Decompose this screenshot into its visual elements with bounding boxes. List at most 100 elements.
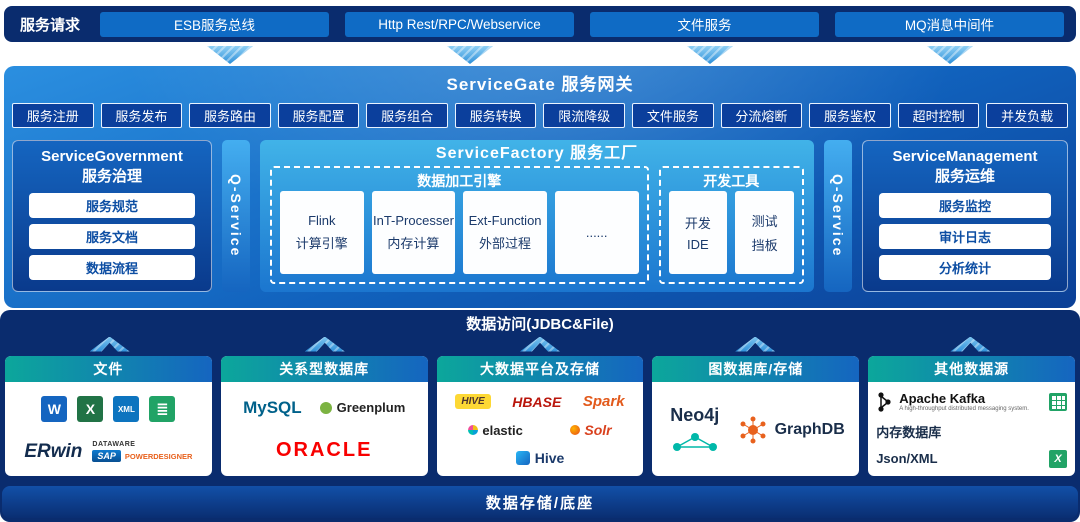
graphdb-label: GraphDB (774, 420, 845, 438)
gateway-node-config: 服务配置 (277, 103, 360, 128)
memdb-row: 内存数据库 (876, 422, 1067, 441)
engine-card-row: Flink 计算引擎 InT-Processer 内存计算 Ext-Functi… (280, 191, 639, 274)
xml-icon: XML (113, 396, 140, 423)
q-service-bar-left: Q-Service (222, 140, 250, 292)
up-arrow-row (2, 336, 1078, 352)
graphdb-cluster-icon (740, 416, 766, 443)
source-card-relational: 关系型数据库 MySQL Greenplum ORACLE (220, 356, 428, 476)
down-arrow-icon (447, 46, 493, 64)
card-line1: Ext-Function (468, 213, 542, 228)
kafka-text-block: Apache Kafka A high-throughput distribut… (899, 391, 1042, 413)
down-arrow-icon (687, 46, 733, 64)
relational-card-body: MySQL Greenplum ORACLE (221, 382, 428, 476)
management-item-monitor: 服务监控 (879, 193, 1051, 218)
source-card-other: 其他数据源 Apache Kafka A hi (868, 356, 1075, 476)
governance-title-cn: 服务治理 (81, 168, 142, 185)
gateway-node-register: 服务注册 (12, 103, 94, 128)
kafka-icon (878, 392, 891, 412)
card-line1: ...... (585, 225, 608, 240)
service-gate-title: ServiceGate 服务网关 (446, 75, 634, 94)
service-request-label: 服务请求 (20, 16, 81, 34)
up-arrow-icon (89, 336, 130, 352)
json-row: Json/XML X (876, 449, 1067, 468)
gateway-node-throttle: 限流降级 (543, 103, 626, 128)
source-card-files: 文件 W X XML ERwin DATAWARE SAP (5, 356, 212, 476)
arrow-cell (110, 45, 350, 65)
bigdata-row-1: HIVE HBASE Spark (445, 393, 636, 410)
down-arrow-icon (207, 46, 253, 64)
gateway-node-auth: 服务鉴权 (809, 103, 891, 128)
gateway-node-transform: 服务转换 (454, 103, 537, 128)
down-arrow-row (110, 45, 1070, 65)
card-line1: 测试 (751, 214, 778, 229)
neo4j-label: Neo4j (670, 404, 720, 425)
service-gate-panel: ServiceGate 服务网关 服务注册 服务发布 服务路由 服务配置 服务组… (4, 66, 1076, 308)
memdb-label: 内存数据库 (876, 424, 942, 440)
gateway-node-timeout: 超时控制 (897, 103, 980, 128)
management-item-audit: 审计日志 (879, 224, 1051, 249)
neo4j-logo: Neo4j (667, 405, 723, 455)
files-card-title: 文件 (5, 356, 212, 382)
arrow-cell (432, 336, 647, 352)
card-line2: IDE (687, 237, 709, 252)
card-line2: 挡板 (751, 238, 778, 253)
up-arrow-icon (735, 336, 776, 352)
bigdata-row-2: elastic Solr (445, 422, 636, 438)
files-card-body: W X XML ERwin DATAWARE SAP POWERDESIGNER (5, 382, 212, 476)
elastic-logo: elastic (468, 422, 523, 438)
engine-card-ext-function: Ext-Function 外部过程 (463, 191, 547, 274)
dev-tools-group: 开发工具 开发 IDE 测试 挡板 (658, 166, 804, 284)
service-request-bar: 服务请求 ESB服务总线 Http Rest/RPC/Webservice 文件… (4, 6, 1076, 42)
arrow-cell (350, 45, 590, 65)
arrow-cell (2, 336, 217, 352)
card-line2: 外部过程 (479, 236, 532, 251)
node-http-rest: Http Rest/RPC/Webservice (345, 11, 575, 37)
governance-item-doc: 服务文档 (29, 224, 195, 249)
node-esb-bus: ESB服务总线 (100, 11, 330, 37)
mysql-logo: MySQL (243, 397, 302, 417)
card-line2: 计算引擎 (295, 236, 348, 251)
grid-table-icon (1048, 393, 1067, 412)
excel-icon: X (77, 396, 104, 423)
up-arrow-icon (304, 336, 345, 352)
arrow-cell (648, 336, 863, 352)
excel-file-icon: X (1048, 449, 1067, 468)
q-service-bar-right: Q-Service (824, 140, 852, 292)
governance-item-spec: 服务规范 (29, 193, 195, 218)
greenplum-logo: Greenplum (319, 400, 405, 415)
node-mq-middleware: MQ消息中间件 (835, 11, 1065, 37)
tools-card-mock: 测试 挡板 (735, 191, 795, 274)
spark-logo: Spark (582, 393, 625, 410)
modeling-tool-logos: ERwin DATAWARE SAP POWERDESIGNER (13, 441, 204, 463)
service-management-box: ServiceManagement 服务运维 服务监控 审计日志 分析统计 (862, 140, 1068, 292)
solr-icon (570, 425, 581, 435)
service-factory-panel: ServiceFactory 服务工厂 数据加工引擎 Flink 计算引擎 In… (260, 140, 814, 292)
arrow-cell (590, 45, 830, 65)
service-government-box: ServiceGovernment 服务治理 服务规范 服务文档 数据流程 (12, 140, 212, 292)
file-type-icons: W X XML (13, 396, 204, 423)
arrow-cell (863, 336, 1078, 352)
powerdesigner-logo: POWERDESIGNER (124, 451, 193, 461)
solr-label: Solr (584, 422, 612, 438)
hive-logo: HIVE (455, 394, 491, 409)
management-title-en: ServiceManagement (892, 148, 1038, 165)
arrow-cell (217, 336, 432, 352)
graph-logo-row: Neo4j (660, 387, 851, 472)
elastic-label: elastic (482, 422, 523, 438)
governance-item-flow: 数据流程 (29, 255, 195, 280)
factory-title: ServiceFactory 服务工厂 (435, 145, 639, 162)
logo-stack: DATAWARE SAP POWERDESIGNER (92, 441, 193, 463)
arrow-cell (830, 45, 1070, 65)
graph-card-body: Neo4j (652, 382, 859, 476)
bigdata-card-title: 大数据平台及存储 (436, 356, 644, 382)
dev-tools-title: 开发工具 (703, 173, 760, 189)
node-file-service: 文件服务 (590, 11, 820, 37)
relational-card-title: 关系型数据库 (220, 356, 428, 382)
other-card-title: 其他数据源 (868, 356, 1075, 382)
bigdata-card-body: HIVE HBASE Spark elastic Solr (437, 382, 644, 476)
engine-card-int-processer: InT-Processer 内存计算 (371, 191, 456, 274)
gateway-content-row: ServiceGovernment 服务治理 服务规范 服务文档 数据流程 Q-… (12, 140, 1068, 292)
data-engine-group: 数据加工引擎 Flink 计算引擎 InT-Processer 内存计算 (270, 166, 649, 284)
up-arrow-icon (520, 336, 560, 352)
jsonxml-label: Json/XML (876, 451, 938, 467)
